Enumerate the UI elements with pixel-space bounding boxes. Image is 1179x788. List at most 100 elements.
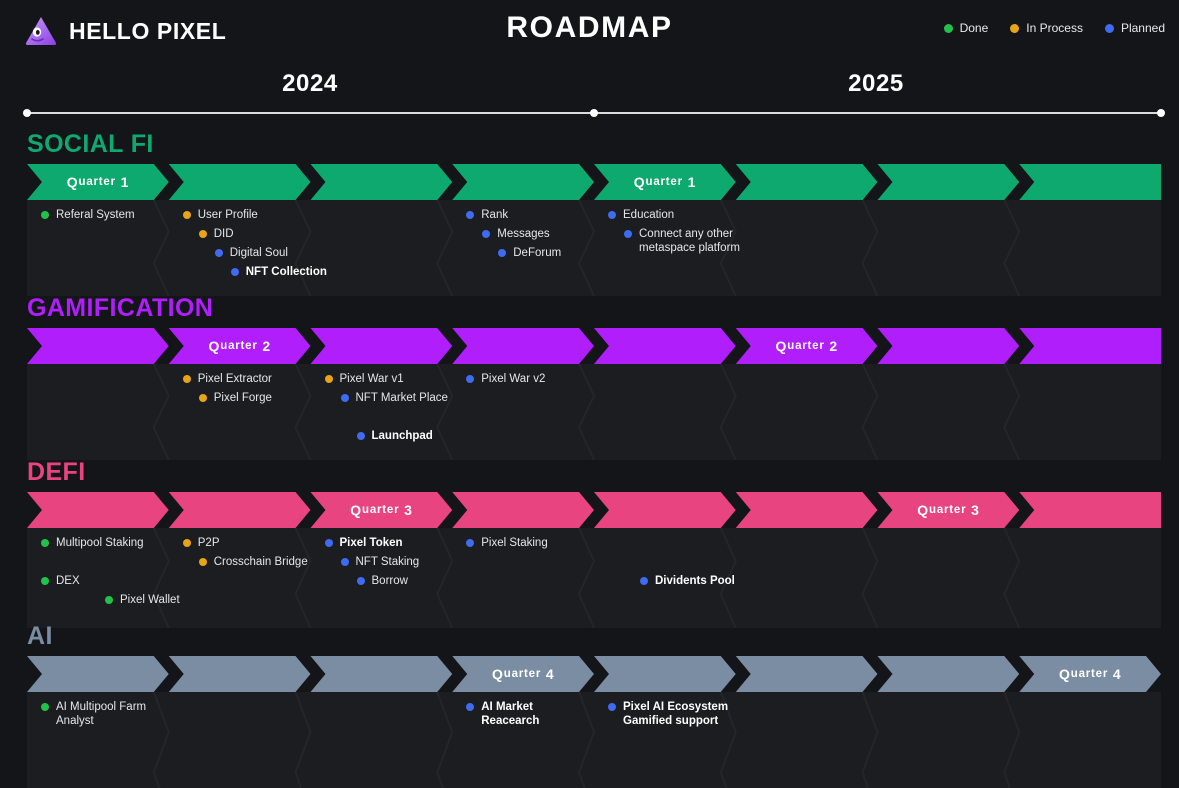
quarter-chevron[interactable]: [27, 328, 169, 364]
quarter-chevron[interactable]: [877, 492, 1020, 528]
roadmap-item-label: AI Multipool Farm Analyst: [56, 701, 147, 727]
status-dot-planned: [640, 577, 648, 585]
quarter-chevron[interactable]: [310, 492, 453, 528]
roadmap-item[interactable]: User Profile: [182, 208, 258, 222]
quarter-chevron[interactable]: [27, 164, 169, 200]
quarter-chevron[interactable]: [594, 164, 736, 200]
roadmap-item-label: Messages: [497, 228, 550, 240]
roadmap-item[interactable]: AI Multipool Farm Analyst: [41, 700, 167, 728]
roadmap-item[interactable]: Rank: [466, 208, 508, 222]
roadmap-item[interactable]: Digital Soul: [214, 246, 288, 260]
roadmap-item[interactable]: DID: [198, 227, 234, 241]
status-dot-planned: [498, 249, 507, 257]
roadmap-item[interactable]: NFT Collection: [230, 265, 327, 279]
roadmap-item[interactable]: Launchpad: [356, 429, 433, 443]
roadmap-item[interactable]: Dividents Pool: [640, 574, 735, 588]
pixel-triangle-logo-icon: [24, 14, 58, 48]
quarter-chevron[interactable]: [452, 492, 594, 528]
status-dot-done: [41, 539, 49, 547]
quarter-chevron[interactable]: [452, 328, 594, 364]
body-dividers-gamification: [152, 364, 1021, 460]
roadmap-item[interactable]: Crosschain Bridge: [198, 555, 308, 569]
section-title-gamification: GAMIFICATION: [27, 294, 214, 322]
status-dot-done: [41, 577, 49, 585]
legend-label-in-process: In Process: [1026, 21, 1083, 35]
quarter-chevron[interactable]: [877, 164, 1020, 200]
body-dividers-social-fi: [152, 200, 1021, 296]
roadmap-item[interactable]: DeForum: [498, 246, 561, 260]
quarter-chevron[interactable]: [1019, 656, 1161, 692]
year-label-2025: 2025: [848, 70, 904, 97]
status-dot-planned: [466, 703, 475, 711]
roadmap-item-label: Pixel Wallet: [120, 594, 180, 606]
roadmap-item[interactable]: Pixel Staking: [466, 536, 548, 550]
roadmap-item-label: Pixel War v2: [481, 373, 546, 385]
status-dot-in_process: [324, 375, 333, 383]
status-dot-planned: [340, 558, 349, 566]
quarter-chevron[interactable]: [735, 492, 878, 528]
roadmap-item-label: Pixel Token: [339, 537, 403, 549]
quarter-chevron[interactable]: [310, 164, 453, 200]
quarter-chevron[interactable]: [735, 656, 878, 692]
quarter-chevron[interactable]: [310, 328, 453, 364]
roadmap-item[interactable]: Pixel AI Ecosystem Gamified support: [608, 700, 734, 728]
roadmap-item[interactable]: Messages: [482, 227, 550, 241]
quarter-chevron[interactable]: [1019, 164, 1161, 200]
legend: Done In Process Planned: [943, 21, 1165, 35]
quarter-chevron[interactable]: [27, 492, 169, 528]
status-dot-in_process: [182, 375, 191, 383]
quarter-chevron[interactable]: [594, 656, 736, 692]
roadmap-item[interactable]: AI Market Reacearch: [466, 700, 592, 728]
quarter-chevron[interactable]: [735, 164, 878, 200]
status-dot-done: [41, 211, 49, 219]
quarter-chevron[interactable]: [452, 656, 594, 692]
quarter-chevron[interactable]: [168, 656, 311, 692]
status-dot-in_process: [198, 230, 207, 238]
quarter-chevron[interactable]: [310, 656, 453, 692]
roadmap-item[interactable]: NFT Staking: [340, 555, 419, 569]
brand[interactable]: HELLO PIXEL: [24, 14, 226, 48]
quarter-chevron[interactable]: [735, 328, 878, 364]
roadmap-item-label: Crosschain Bridge: [213, 556, 308, 568]
quarter-chevron[interactable]: [452, 164, 594, 200]
roadmap-item[interactable]: Referal System: [41, 208, 135, 222]
quarter-chevron[interactable]: [877, 656, 1020, 692]
quarter-chevron[interactable]: [168, 328, 311, 364]
roadmap-item[interactable]: Pixel Token: [324, 536, 403, 550]
roadmap-item[interactable]: DEX: [41, 574, 80, 588]
roadmap-item-label: Pixel Extractor: [197, 373, 272, 385]
roadmap-item[interactable]: Pixel War v2: [466, 372, 545, 386]
roadmap-item[interactable]: Borrow: [356, 574, 408, 588]
quarter-chevron[interactable]: [168, 492, 311, 528]
status-dot-planned: [324, 539, 333, 547]
roadmap-item[interactable]: NFT Market Place: [340, 391, 448, 405]
section-body-ai: [27, 692, 1161, 788]
roadmap-item[interactable]: Pixel War v1: [324, 372, 404, 386]
legend-label-done: Done: [959, 21, 989, 35]
status-dot-in_process: [198, 558, 207, 566]
roadmap-item[interactable]: P2P: [182, 536, 220, 550]
roadmap-item-label: Multipool Staking: [56, 537, 144, 549]
roadmap-item-label: DeForum: [513, 247, 562, 259]
quarter-chevron[interactable]: [594, 492, 736, 528]
roadmap-item[interactable]: Pixel Wallet: [105, 593, 180, 607]
quarter-chevron[interactable]: [594, 328, 736, 364]
quarter-chevron[interactable]: [27, 656, 169, 692]
roadmap-item[interactable]: Education: [608, 208, 674, 222]
roadmap-item[interactable]: Connect any other metaspace platform: [624, 227, 750, 255]
roadmap-item[interactable]: Pixel Extractor: [182, 372, 272, 386]
roadmap-item-label: P2P: [197, 537, 220, 549]
roadmap-item[interactable]: Pixel Forge: [198, 391, 272, 405]
quarter-chevron[interactable]: [1019, 492, 1161, 528]
quarter-chevron[interactable]: [877, 328, 1020, 364]
axis-dot-mid: [590, 109, 598, 117]
quarter-chevron[interactable]: [1019, 328, 1161, 364]
quarter-chevron[interactable]: [168, 164, 311, 200]
roadmap-item[interactable]: Multipool Staking: [41, 536, 144, 550]
